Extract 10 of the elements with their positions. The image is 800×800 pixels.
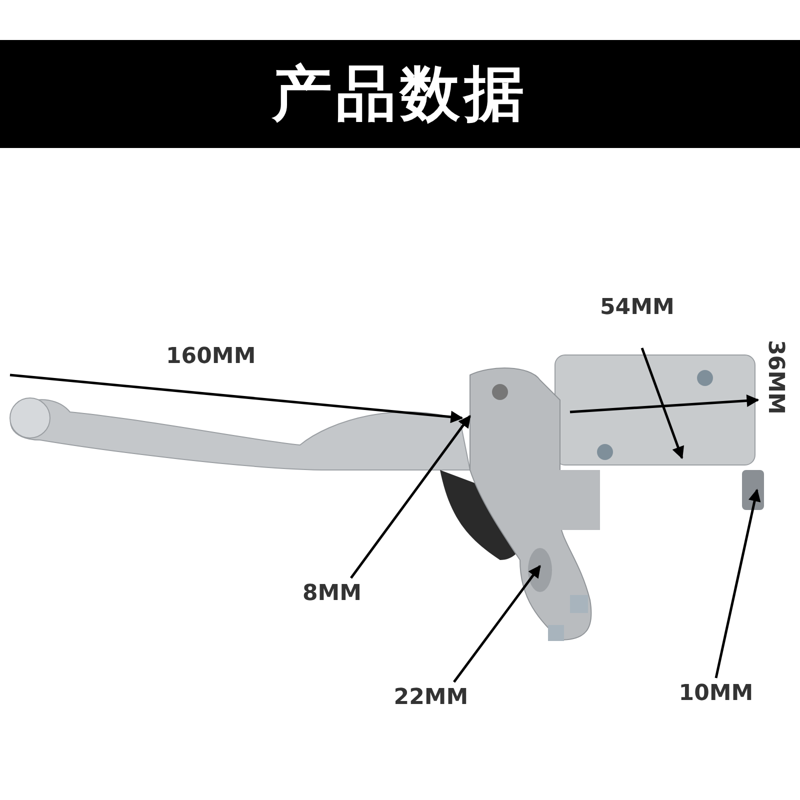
dimension-label: 160MM [166, 346, 256, 368]
dimension-label: 22MM [394, 684, 468, 712]
leader-line [453, 565, 541, 683]
dimension-label: 10MM [678, 680, 754, 708]
leader-line [714, 488, 761, 678]
dimension-label: 54MM [600, 297, 674, 319]
leader-line [350, 415, 471, 579]
dimension-label: 36MM [764, 340, 786, 414]
title: 产品数据 [272, 58, 528, 131]
dimension-label: 8MM [302, 580, 362, 608]
